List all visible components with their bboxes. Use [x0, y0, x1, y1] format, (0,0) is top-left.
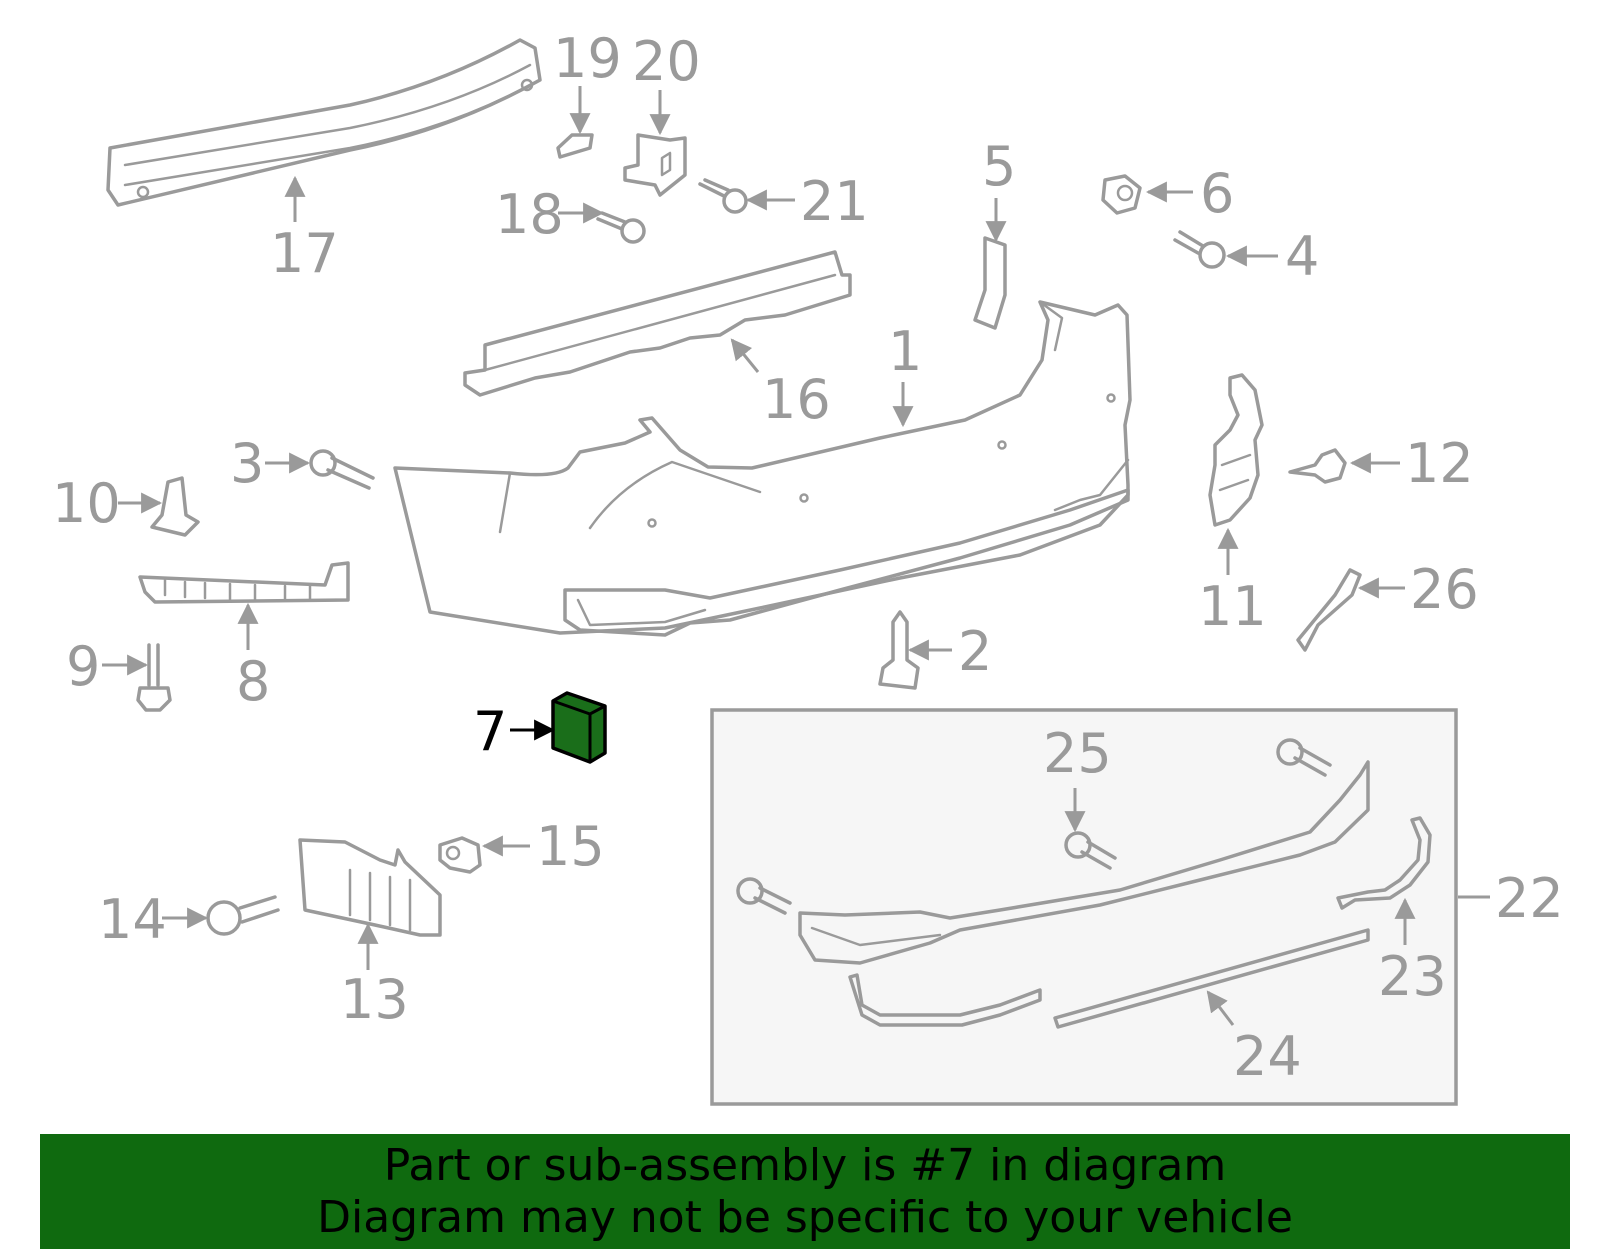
callout-18: 18	[495, 183, 564, 246]
part-11-bracket[interactable]	[1208, 373, 1264, 527]
part-17-reinforcement[interactable]	[106, 38, 542, 207]
callout-20: 20	[632, 30, 701, 93]
callout-2: 2	[958, 620, 992, 683]
callout-25: 25	[1043, 722, 1112, 785]
part-21-bolt[interactable]	[698, 178, 748, 214]
part-25-bolt[interactable]	[1064, 831, 1117, 870]
callout-5: 5	[982, 135, 1016, 198]
banner-line-2: Diagram may not be specific to your vehi…	[317, 1191, 1293, 1243]
bolt-upper-right[interactable]	[1276, 738, 1332, 777]
part-14-bolt[interactable]	[206, 895, 280, 936]
part-5-strip[interactable]	[973, 236, 1007, 330]
part-16-absorber[interactable]	[463, 250, 852, 397]
part-13-bracket[interactable]	[298, 838, 442, 937]
callout-15: 15	[536, 815, 605, 878]
part-7-highlighted[interactable]	[551, 691, 607, 764]
part-3-screw[interactable]	[309, 449, 375, 490]
callout-22: 22	[1495, 867, 1564, 930]
callout-8: 8	[236, 650, 270, 713]
part-18-bolt[interactable]	[596, 211, 646, 244]
callout-16: 16	[762, 368, 831, 431]
callout-13: 13	[340, 968, 409, 1031]
part-20-bracket[interactable]	[623, 133, 687, 197]
part-15-nut[interactable]	[438, 836, 482, 874]
callout-24: 24	[1233, 1025, 1302, 1088]
callout-3: 3	[230, 432, 264, 495]
part-10-clip[interactable]	[150, 476, 200, 537]
callout-7: 7	[473, 700, 507, 763]
callout-12: 12	[1405, 432, 1474, 495]
callout-26: 26	[1410, 558, 1479, 621]
info-banner: Part or sub-assembly is #7 in diagram Di…	[40, 1134, 1570, 1249]
part-2-clip[interactable]	[878, 610, 920, 690]
callout-21: 21	[800, 170, 869, 233]
part-12-clip[interactable]	[1288, 448, 1347, 484]
callout-17: 17	[270, 222, 339, 285]
part-9-bolt[interactable]	[136, 643, 172, 712]
callout-11: 11	[1198, 575, 1267, 638]
leader-arrows	[102, 86, 1490, 1026]
callout-9: 9	[66, 635, 100, 698]
callout-19: 19	[553, 27, 622, 90]
callout-14: 14	[98, 888, 167, 951]
callout-labels: 1 2 3 4 5 6 7 8 9 10 11 12 13 14 15 16 1…	[52, 27, 1564, 1088]
part-26-seal[interactable]	[1296, 568, 1362, 652]
banner-line-1: Part or sub-assembly is #7 in diagram	[383, 1139, 1227, 1191]
subassembly-22-box	[710, 708, 1458, 1106]
callout-6: 6	[1200, 162, 1234, 225]
part-6-nut[interactable]	[1101, 174, 1142, 215]
part-1-bumper-cover[interactable]	[393, 300, 1132, 637]
part-8-retainer[interactable]	[138, 561, 350, 604]
part-4-bolt[interactable]	[1173, 230, 1226, 269]
callout-10: 10	[52, 472, 121, 535]
callout-4: 4	[1285, 225, 1319, 288]
callout-23: 23	[1378, 945, 1447, 1008]
bolt-left[interactable]	[736, 877, 792, 915]
callout-1: 1	[888, 320, 922, 383]
part-19-clip[interactable]	[556, 133, 594, 159]
